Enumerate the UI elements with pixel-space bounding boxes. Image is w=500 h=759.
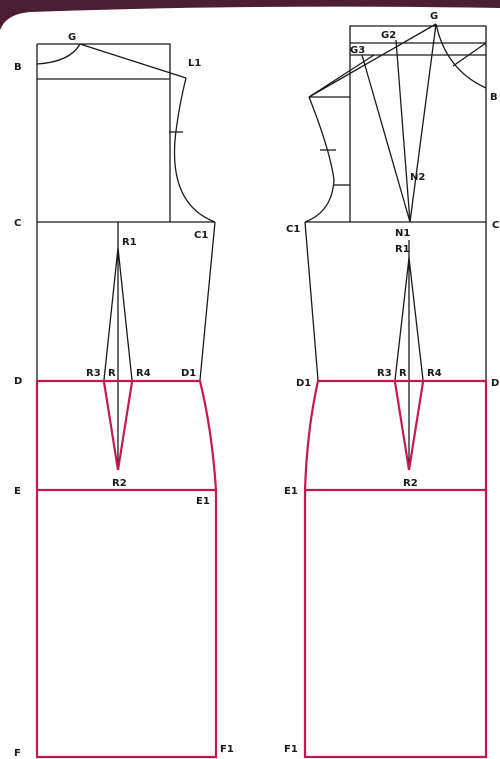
- back-label-E1: E1: [284, 486, 298, 497]
- back-armhole: [304, 96, 335, 223]
- back-label-N1: N1: [395, 228, 410, 239]
- back-label-R1: R1: [395, 244, 410, 255]
- front-pattern: G B L1 C C1 R1 D R3 R R4 D1 E R2 E1 F F1: [14, 32, 234, 759]
- back-lower-dart: [393, 381, 425, 471]
- back-label-N2: N2: [410, 172, 425, 183]
- back-diagonal-G3-N1: [361, 54, 411, 223]
- back-label-B: B: [490, 92, 498, 103]
- back-diagonal-G2-N1: [395, 39, 411, 223]
- front-label-F: F: [14, 748, 21, 759]
- front-bodice-top-box: [37, 43, 171, 222]
- back-label-G: G: [430, 11, 438, 22]
- back-label-D: D: [491, 378, 499, 389]
- back-label-C1: C1: [286, 224, 300, 235]
- front-lower-dart: [102, 381, 134, 471]
- back-label-R4: R4: [427, 368, 442, 379]
- back-label-F1: F1: [284, 744, 298, 755]
- back-skirt-outline: [303, 379, 488, 759]
- front-label-E1: E1: [196, 496, 210, 507]
- back-neck-guide: [452, 42, 487, 67]
- front-neckline: [36, 43, 81, 65]
- front-label-R4: R4: [136, 368, 151, 379]
- back-label-C: C: [492, 220, 499, 231]
- front-label-D: D: [14, 376, 22, 387]
- back-label-D1: D1: [296, 378, 311, 389]
- front-side-seam-upper: [199, 221, 216, 381]
- back-diagonal-G-N1: [409, 23, 437, 223]
- back-shoulder-seam: [308, 23, 437, 98]
- back-label-R3: R3: [377, 368, 392, 379]
- front-skirt-outline: [35, 379, 218, 759]
- back-neckline: [435, 23, 487, 89]
- front-label-R1: R1: [122, 237, 137, 248]
- front-label-R: R: [108, 368, 116, 379]
- front-shoulder-seam: [79, 43, 187, 79]
- front-label-F1: F1: [220, 744, 234, 755]
- front-label-C1: C1: [194, 230, 208, 241]
- front-label-E: E: [14, 486, 21, 497]
- back-label-R: R: [399, 368, 407, 379]
- back-upper-dart: [394, 257, 424, 381]
- front-label-L1: L1: [188, 58, 201, 69]
- back-shoulder-guide: [308, 54, 375, 98]
- back-pattern: G G2 G3 B N2 C1 N1 R1 C D1 R3 R R4 D E1 …: [284, 11, 499, 759]
- front-label-G: G: [68, 32, 76, 43]
- header-banner: [0, 0, 500, 30]
- front-label-B: B: [14, 62, 22, 73]
- front-label-R3: R3: [86, 368, 101, 379]
- front-upper-dart: [103, 247, 133, 381]
- front-label-D1: D1: [181, 368, 196, 379]
- front-label-C: C: [14, 218, 21, 229]
- back-top-frame: [349, 25, 487, 222]
- front-armhole: [173, 77, 216, 223]
- back-label-R2: R2: [403, 478, 418, 489]
- front-label-R2: R2: [112, 478, 127, 489]
- back-label-G2: G2: [381, 30, 396, 41]
- back-label-G3: G3: [350, 45, 365, 56]
- back-side-seam-upper: [304, 221, 319, 381]
